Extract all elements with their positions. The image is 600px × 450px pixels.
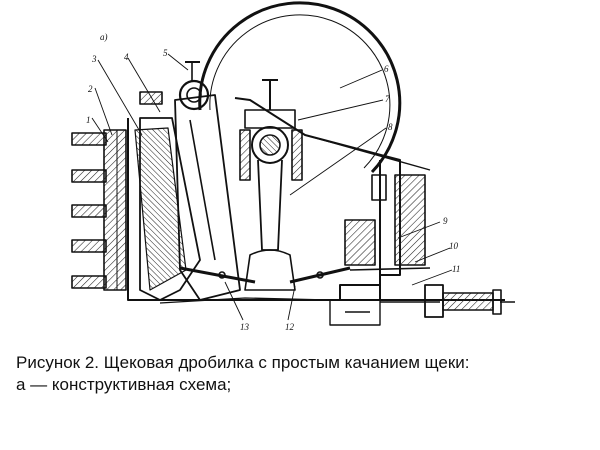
fixed-jaw: [71, 129, 127, 291]
crusher-frame: [127, 97, 505, 326]
callout-9: 9: [443, 216, 448, 226]
callout-4: 4: [124, 52, 129, 62]
adjustment-block: [344, 160, 426, 300]
flywheel: [198, 1, 402, 174]
callout-13: 13: [240, 322, 250, 332]
callout-1: 1: [86, 115, 91, 125]
connecting-rod: [239, 79, 303, 291]
leader-lines: [91, 53, 453, 321]
callout-10: 10: [449, 241, 459, 251]
callout-5: 5: [163, 48, 168, 58]
eccentric-shaft: [139, 61, 210, 111]
callout-8: 8: [388, 122, 393, 132]
tension-spring: [349, 267, 515, 318]
caption-line-2: а — конструктивная схема;: [16, 375, 232, 394]
caption-line-1: Рисунок 2. Щековая дробилка с простым ка…: [16, 353, 470, 372]
callout-11: 11: [452, 264, 460, 274]
callout-7: 7: [385, 94, 390, 104]
figure-caption: Рисунок 2. Щековая дробилка с простым ка…: [16, 352, 586, 396]
callout-2: 2: [88, 84, 93, 94]
callout-labels: а) 1 2 3 4 5 6 7 8 9 10 11 12 13: [86, 32, 460, 332]
callout-3: 3: [91, 54, 97, 64]
sub-label: а): [100, 32, 108, 42]
jaw-crusher-diagram: а) 1 2 3 4 5 6 7 8 9 10 11 12 13: [71, 1, 515, 332]
toggle-plates: [159, 266, 351, 304]
callout-6: 6: [384, 64, 389, 74]
callout-12: 12: [285, 322, 295, 332]
